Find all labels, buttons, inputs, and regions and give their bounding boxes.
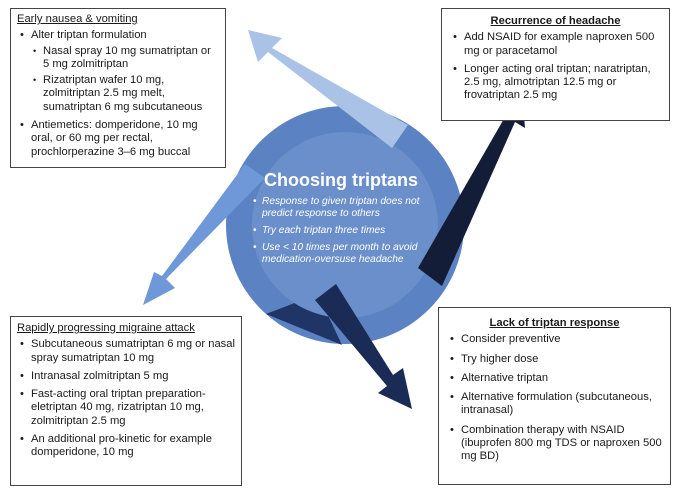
center-point: Try each triptan three times [252,225,430,237]
early-nausea-list: Alter triptan formulation Nasal spray 10… [17,29,219,159]
center-point: Use < 10 times per month to avoid medica… [252,242,430,266]
list-item: Add NSAID for example naproxen 500 mg or… [450,31,661,58]
list-item: Antiemetics: domperidone, 10 mg oral, or… [17,119,219,159]
sub-list-item: Nasal spray 10 mg sumatriptan or 5 mg zo… [31,45,219,72]
early-nausea-title: Early nausea & vomiting [17,13,138,25]
list-item: Subcutaneous sumatriptan 6 mg or nasal s… [17,338,235,365]
center-title: Choosing triptans [264,170,418,190]
list-item: Alternative triptan [447,372,662,386]
list-item: Alter triptan formulation Nasal spray 10… [17,29,219,114]
arrow-navy-lower-right [315,284,412,409]
list-item: Try higher dose [447,353,662,367]
lack-response-title: Lack of triptan response [489,317,620,329]
center-points: Response to given triptan does not predi… [252,196,430,266]
list-item: Intranasal zolmitriptan 5 mg [17,370,235,384]
lack-response-box: Lack of triptan response Consider preven… [438,307,671,485]
list-item: Alternative formulation (subcutaneous, i… [447,391,662,418]
rapid-attack-title: Rapidly progressing migraine attack [17,322,195,334]
lack-response-list: Consider preventive Try higher dose Alte… [447,333,662,463]
list-item: Consider preventive [447,333,662,347]
list-item-text: Alter triptan formulation [31,29,147,42]
early-nausea-box: Early nausea & vomiting Alter triptan fo… [10,8,226,168]
center-label: Choosing triptans Response to given trip… [252,170,430,271]
list-item: Fast-acting oral triptan preparation-ele… [17,388,235,428]
sub-list-item: Rizatriptan wafer 10 mg, zolmitriptan 2.… [31,74,219,114]
rapid-attack-box: Rapidly progressing migraine attack Subc… [10,316,242,486]
recurrence-box: Recurrence of headache Add NSAID for exa… [441,8,670,121]
arrow-light-upper-left [248,30,408,148]
rapid-attack-list: Subcutaneous sumatriptan 6 mg or nasal s… [17,338,235,459]
arrow-darkest-upper-right [418,90,525,286]
list-item: Longer acting oral triptan; naratriptan,… [450,63,661,103]
list-item: An additional pro-kinetic for example do… [17,433,235,460]
list-item: Combination therapy with NSAID (ibuprofe… [447,424,662,464]
sub-list: Nasal spray 10 mg sumatriptan or 5 mg zo… [31,45,219,114]
center-point: Response to given triptan does not predi… [252,196,430,220]
recurrence-title: Recurrence of headache [490,15,621,27]
arrow-mid-lower-left [143,164,265,305]
recurrence-list: Add NSAID for example naproxen 500 mg or… [450,31,661,102]
